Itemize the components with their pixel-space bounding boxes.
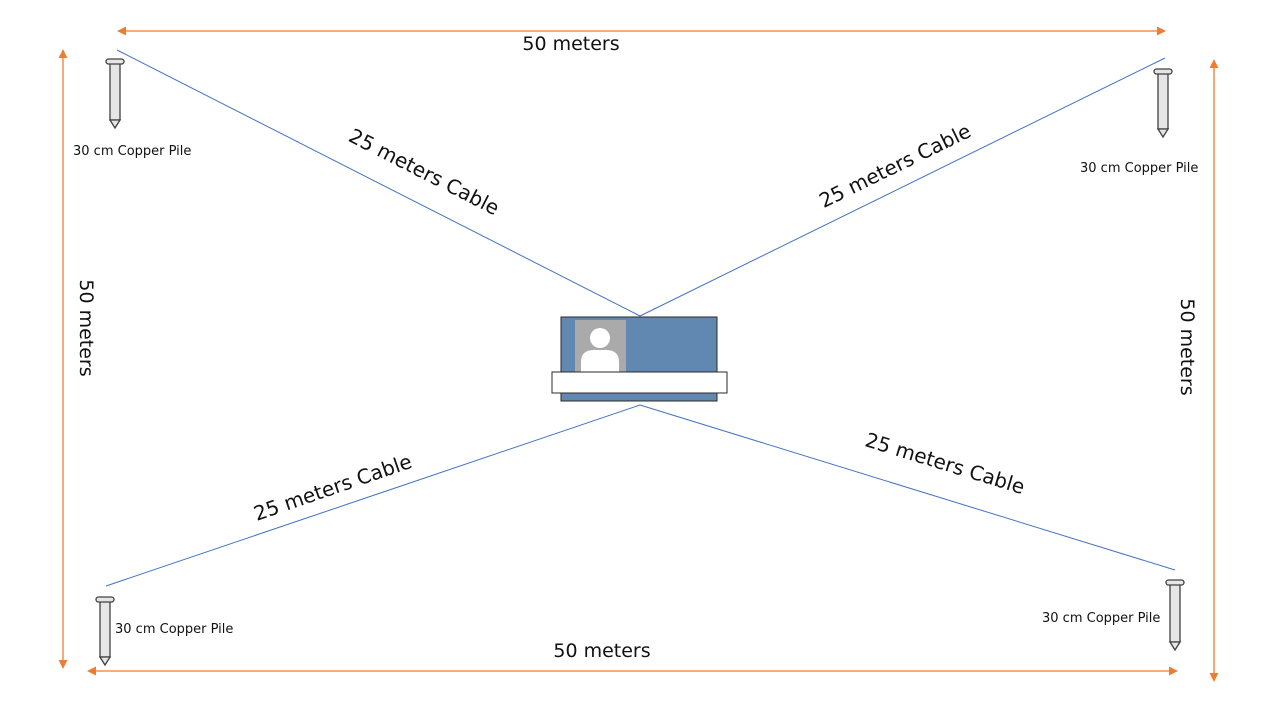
cable-top-right — [639, 57, 1166, 317]
cable-label-bottom-right: 25 meters Cable — [862, 428, 1027, 499]
copper-pile-top-left-icon — [105, 58, 125, 130]
pile-label-bottom-left: 30 cm Copper Pile — [115, 622, 233, 637]
cable-label-bottom-left: 25 meters Cable — [251, 449, 415, 526]
left-dimension-label: 50 meters — [75, 279, 97, 376]
right-dimension-label: 50 meters — [1176, 298, 1198, 395]
pile-label-bottom-right: 30 cm Copper Pile — [1042, 611, 1160, 626]
top-dimension-label: 50 meters — [522, 33, 619, 55]
pile-label-top-right: 30 cm Copper Pile — [1080, 161, 1198, 176]
pile-label-top-left: 30 cm Copper Pile — [73, 144, 191, 159]
cable-label-top-right: 25 meters Cable — [815, 119, 974, 213]
cable-label-top-left: 25 meters Cable — [345, 123, 503, 220]
copper-pile-top-right-icon — [1153, 68, 1173, 139]
cable-bottom-left — [105, 404, 641, 587]
cable-bottom-right — [639, 404, 1176, 571]
bottom-dimension-label: 50 meters — [553, 640, 650, 662]
cable-top-left — [116, 49, 641, 317]
monitor-with-user-icon — [551, 316, 728, 402]
copper-pile-bottom-left-icon — [95, 596, 115, 667]
copper-pile-bottom-right-icon — [1165, 579, 1185, 652]
